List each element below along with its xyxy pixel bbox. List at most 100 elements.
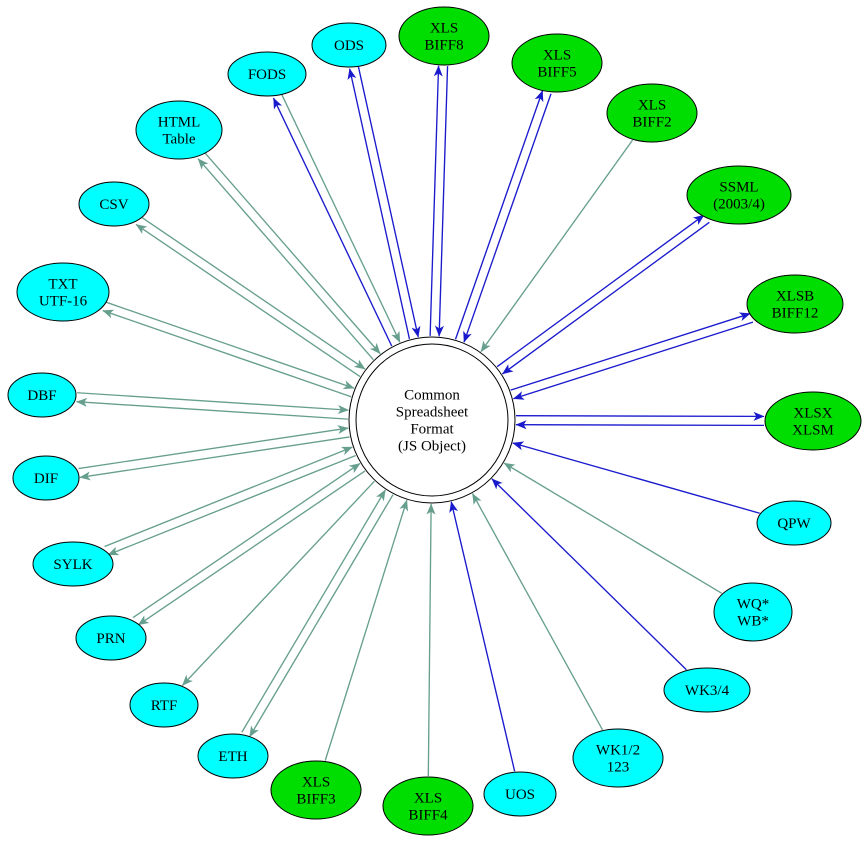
edge-xlsb-out [510,312,751,391]
node-xlsb-ellipse [746,274,844,334]
edge-html-table-in [204,152,381,355]
node-wq-wb-label: WQ*WB* [737,597,770,630]
edge-eth-out [249,494,394,738]
edge-wq-wb-in [503,462,723,594]
node-uos: UOS [483,771,557,817]
edge-xlsb-in [512,321,754,400]
edge-xls-biff3-in [324,499,409,761]
node-rtf-label: RTF [151,698,178,714]
node-ods-label: ODS [334,38,364,54]
node-rtf: RTF [129,682,199,728]
edge-eth-in [241,489,386,733]
node-dbf-ellipse [7,372,77,418]
node-txt-utf16-ellipse [16,262,110,322]
node-uos-label: UOS [505,787,535,803]
node-wk12-123-ellipse [572,728,664,788]
node-sylk-label: SYLK [53,557,92,573]
edge-txt-utf16-out [102,309,352,398]
node-uos-ellipse [483,771,557,817]
edge-xls-biff8-in [434,66,449,337]
edge-prn-out [137,470,366,626]
node-qpw-ellipse [756,500,832,546]
edge-csv-in [140,216,366,370]
node-fods-ellipse [227,51,307,97]
edge-dbf-in [77,392,349,414]
edge-wk34-in [491,478,687,671]
node-wk34: WK3/4 [663,667,751,713]
edge-xlsx-in [515,420,764,430]
node-rtf-ellipse [129,682,199,728]
node-csv: CSV [78,181,150,227]
node-sylk-ellipse [32,541,114,587]
node-prn: PRN [75,615,147,661]
center-node-inner-circle [355,343,509,497]
edge-xlsx-out [516,411,765,421]
node-csv-label: CSV [99,197,128,213]
edge-ssml-out [496,214,705,368]
node-xls-biff8-ellipse [398,6,490,66]
node-wk34-label: WK3/4 [685,683,730,699]
edge-xls-biff5-out [454,90,544,340]
edge-xls-biff5-in [463,93,552,343]
edge-wk12-123-in [471,493,604,731]
edge-ods-in [357,66,421,338]
node-xls-biff3-ellipse [270,760,362,820]
node-html-table-ellipse [135,100,223,160]
edge-ssml-in [502,221,710,375]
edge-sylk-in [104,446,353,548]
node-eth: ETH [197,733,269,779]
node-ssml-ellipse [686,165,792,225]
edge-rtf-out [181,480,375,686]
node-dbf-label: DBF [27,388,56,404]
edge-html-table-out [197,158,374,361]
edge-txt-utf16-in [105,301,355,390]
node-xls-biff5-ellipse [511,33,603,93]
node-sylk: SYLK [32,541,114,587]
edge-uos-in [449,501,516,772]
node-fods-label: FODS [248,67,286,83]
node-csv-ellipse [78,181,150,227]
node-ssml-label: SSML(2003/4) [713,180,765,213]
edge-dif-out [79,436,350,481]
edge-fods-in [281,93,401,343]
node-dif-ellipse [12,455,80,501]
edge-sylk-out [107,454,356,556]
node-xlsx-ellipse [764,391,862,451]
edge-fods-out [272,97,393,347]
node-eth-label: ETH [218,749,247,765]
node-ods: ODS [311,22,387,68]
node-wk34-ellipse [663,667,751,713]
node-dif: DIF [12,455,80,501]
edge-prn-in [132,462,361,619]
edge-qpw-in [512,441,760,514]
node-ods-ellipse [311,22,387,68]
node-wq-wb-ellipse [713,582,793,642]
center-node-outer-circle [348,336,516,504]
edge-ods-out [347,68,411,340]
edge-xls-biff2-in [480,139,634,353]
node-dbf: DBF [7,372,77,418]
node-xls-biff4-ellipse [382,776,474,836]
edge-dif-in [78,425,349,470]
edge-xls-biff4-in [426,503,436,777]
node-qpw: QPW [756,500,832,546]
